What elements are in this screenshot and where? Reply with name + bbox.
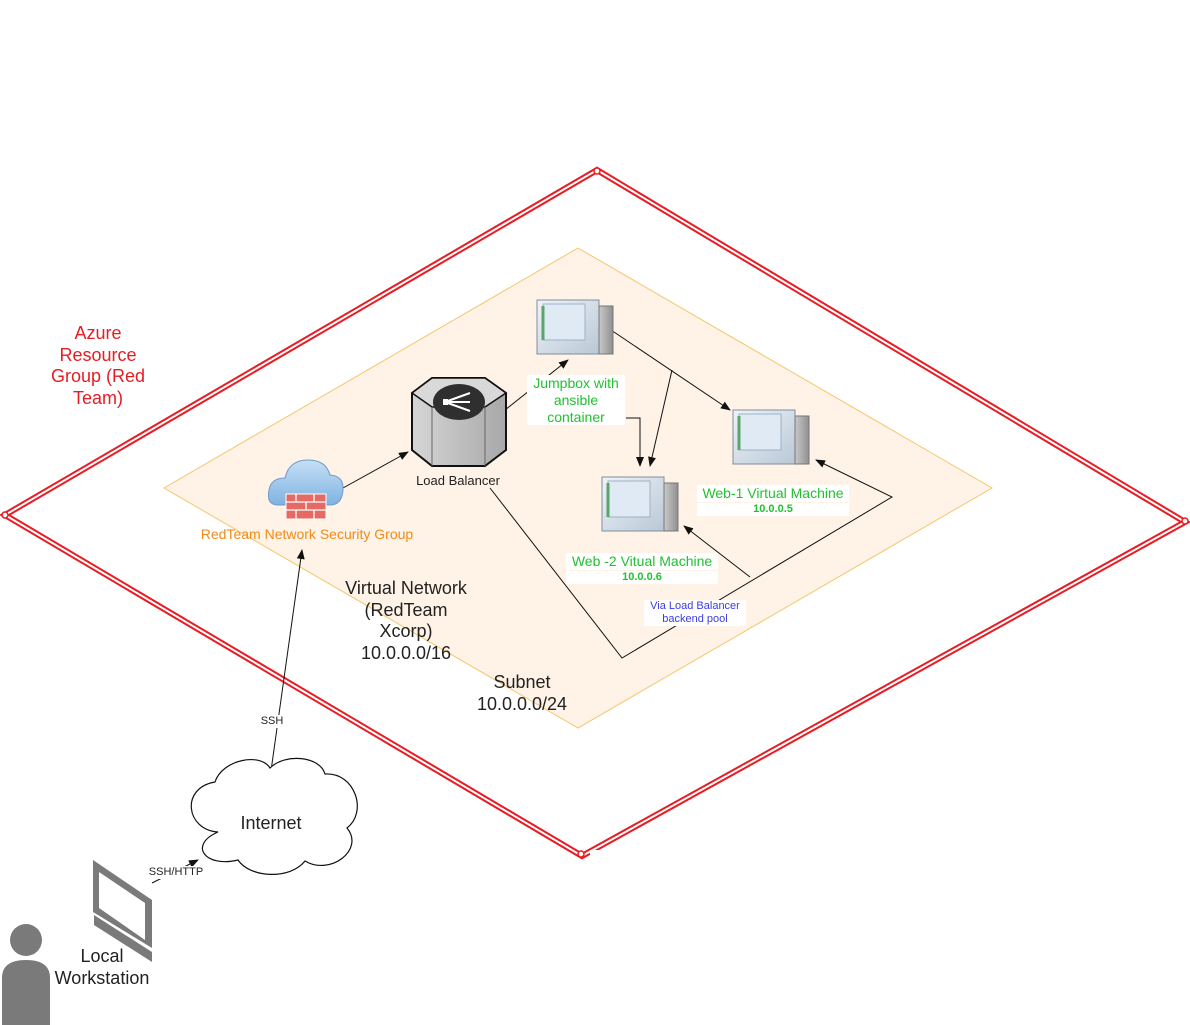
- jumpbox-to-web2-arrow: [648, 369, 673, 467]
- connectors: [151, 327, 894, 884]
- nsg-label: RedTeam Network Security Group: [200, 526, 414, 542]
- resource-group-boundary: [0, 166, 1190, 864]
- subnet-cidr: 10.0.0.0/24: [476, 693, 568, 714]
- load-balancer-icon: [410, 377, 508, 467]
- ssh-http-label: SSH/HTTP: [143, 866, 209, 880]
- lb-to-web1-backend: [489, 459, 894, 659]
- cloud-icon: [190, 757, 358, 875]
- backend-pool-label: Via Load Balancer backend pool: [644, 600, 746, 627]
- internet-label: Internet: [240, 813, 302, 833]
- web1-label: Web-1 Virtual Machine: [697, 485, 849, 502]
- user-icon: [2, 924, 50, 1025]
- load-balancer-label: Load Balancer: [416, 473, 500, 488]
- ssh-connector: [269, 549, 305, 779]
- jumpbox-to-web1-arrow: [607, 327, 731, 411]
- ssh-label: SSH: [254, 715, 290, 729]
- backend-to-web2-arrow: [683, 525, 751, 578]
- subnet-name: Subnet: [493, 672, 551, 692]
- resource-group-label: Azure Resource Group (Red Team): [50, 323, 146, 408]
- web2-label: Web -2 Vitual Machine: [566, 553, 718, 570]
- workstation-label: Local Workstation: [54, 946, 150, 988]
- subnet-label: Subnet 10.0.0.0/24: [467, 672, 577, 715]
- firewall-cloud-icon: [267, 459, 344, 520]
- jumpbox-label: Jumpbox with ansible container: [527, 375, 625, 426]
- subnet-area: [163, 247, 993, 729]
- server-icon: [536, 299, 614, 355]
- virtual-network-label: Virtual Network (RedTeam Xcorp) 10.0.0.0…: [345, 578, 467, 664]
- server-icon: [601, 476, 679, 532]
- monitor-icon: [93, 860, 152, 962]
- web1-ip: 10.0.0.5: [697, 503, 849, 517]
- server-icon: [732, 409, 810, 465]
- virtual-network-name: Virtual Network (RedTeam Xcorp): [345, 578, 467, 642]
- jumpbox-label-to-web2-arrow: [626, 417, 644, 467]
- virtual-network-cidr: 10.0.0.0/16: [360, 642, 452, 663]
- web2-ip: 10.0.0.6: [566, 571, 718, 585]
- nsg-to-lb-arrow: [342, 451, 409, 489]
